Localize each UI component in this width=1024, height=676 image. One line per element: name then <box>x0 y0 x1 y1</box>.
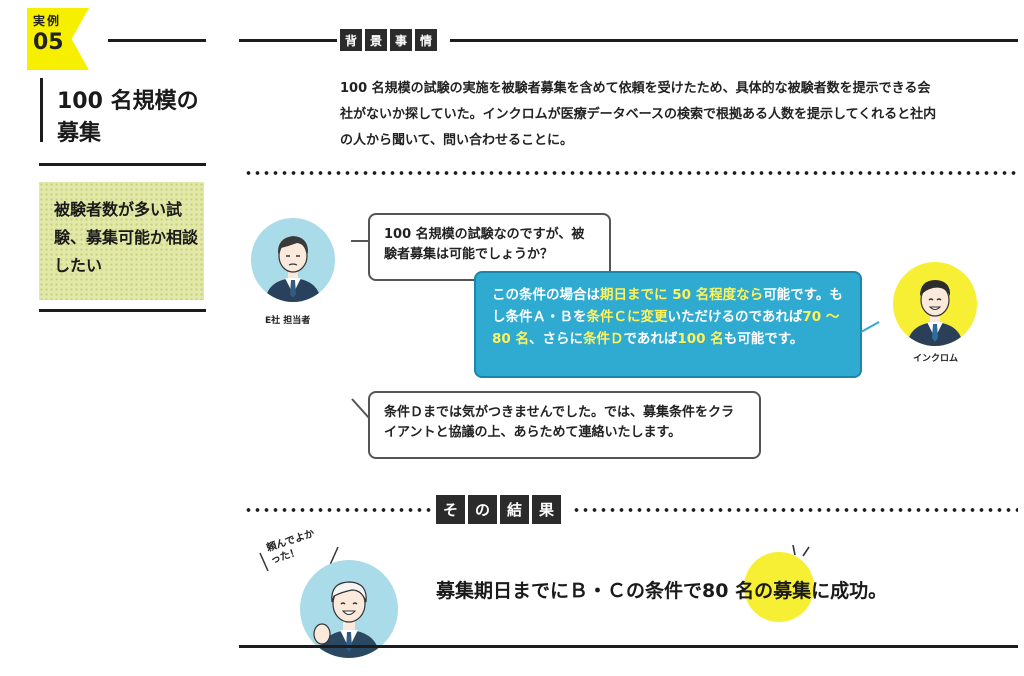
result-avatar <box>300 560 398 658</box>
happy-person-icon <box>313 581 380 658</box>
client-reply-tail <box>351 398 370 419</box>
company-caption: インクロム <box>913 354 959 364</box>
case-number: 05 <box>33 30 64 55</box>
background-text: 100 名規模の試験の実施を被験者募集を含めて依頼を受けたため、具体的な被験者数… <box>340 81 937 148</box>
result-heading-char: の <box>468 495 497 524</box>
need-text: 被験者数が多い試験、募集可能か相談したい <box>54 200 199 275</box>
answer-highlight: 100 名 <box>677 330 724 347</box>
client-bubble-tail <box>351 240 369 242</box>
result-bottom-rule <box>239 645 1018 648</box>
result-heading-char: 結 <box>500 495 529 524</box>
answer-text: いただけるのであれば <box>667 308 803 325</box>
case-label: 実例 <box>33 14 62 28</box>
result-heading: そ の 結 果 <box>436 495 561 524</box>
answer-text: 可能です。もし条件Ａ・Ｂを <box>492 287 843 325</box>
left-divider-top <box>39 163 206 166</box>
company-person-icon <box>907 280 963 346</box>
background-rule-left <box>239 39 337 42</box>
result-dotted-left <box>244 508 433 512</box>
answer-text: も可能です。 <box>723 330 804 347</box>
result-heading-char: 果 <box>532 495 561 524</box>
answer-text: 、さらに <box>529 330 583 347</box>
company-bubble-answer: この条件の場合は期日までに 50 名程度なら可能です。もし条件Ａ・Ｂを条件Ｃに変… <box>474 271 862 378</box>
answer-highlight: 70 ～ 80 名 <box>492 308 840 347</box>
case-title: 100 名規模の募集 <box>57 89 199 146</box>
need-box <box>39 182 204 300</box>
client-avatar <box>251 218 335 302</box>
result-text-before: 募集期日までにＢ・Ｃの条件で <box>436 580 703 602</box>
left-divider-bottom <box>39 309 206 312</box>
client-bubble-question: 100 名規模の試験なのですが、被験者募集は可能でしょうか？ <box>368 213 611 281</box>
background-heading-char: 景 <box>365 29 387 51</box>
client-person-icon <box>265 236 321 302</box>
result-heading-char: そ <box>436 495 465 524</box>
case-title-bar <box>40 78 43 142</box>
result-dotted-right <box>572 508 1018 512</box>
background-rule-right <box>450 39 1018 42</box>
answer-highlight: 条件Ｃに変更 <box>586 308 668 325</box>
result-text-number: 80 名 <box>702 580 755 602</box>
answer-highlight: 期日までに 50 名程度なら <box>600 287 764 303</box>
background-heading-char: 事 <box>390 29 412 51</box>
result-highlight-circle <box>744 552 814 622</box>
background-heading: 背 景 事 情 <box>340 29 437 51</box>
result-spark-lines <box>792 544 810 557</box>
result-text-after: の募集に成功。 <box>754 580 888 602</box>
answer-text: この条件の場合は <box>492 287 600 303</box>
company-avatar <box>893 262 977 346</box>
company-bubble-tail <box>861 321 880 333</box>
client-bubble-reply-text: 条件Ｄまでは気がつきませんでした。では、募集条件をクライアントと協議の上、あらた… <box>384 405 734 441</box>
result-text: 募集期日までにＢ・Ｃの条件で80 名の募集に成功。 <box>436 576 887 603</box>
answer-highlight: 条件Ｄ <box>583 330 624 347</box>
client-bubble-question-text: 100 名規模の試験なのですが、被験者募集は可能でしょうか？ <box>384 227 585 263</box>
background-dotted-divider <box>244 171 1018 175</box>
answer-text: であれば <box>623 330 678 347</box>
client-caption: E社 担当者 <box>265 316 311 326</box>
client-bubble-reply: 条件Ｄまでは気がつきませんでした。では、募集条件をクライアントと協議の上、あらた… <box>368 391 761 459</box>
case-header-rule <box>108 39 206 42</box>
background-heading-char: 情 <box>415 29 437 51</box>
background-heading-char: 背 <box>340 29 362 51</box>
